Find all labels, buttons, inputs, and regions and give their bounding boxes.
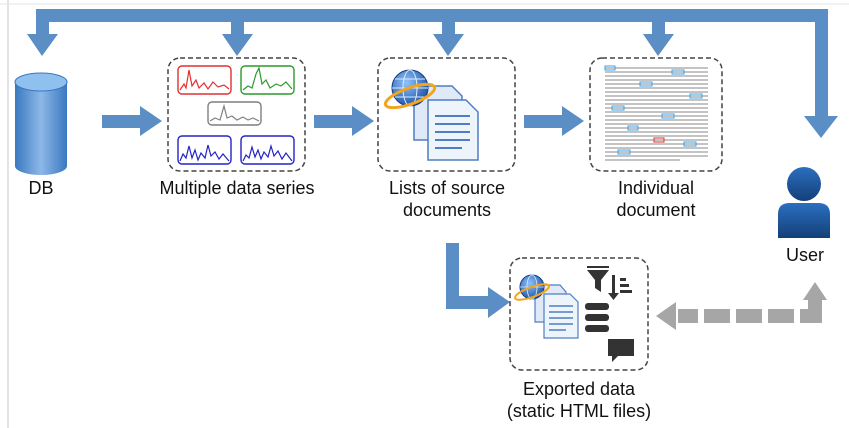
source-lists-label: Lists of source documents xyxy=(388,178,506,220)
database-icon xyxy=(14,72,68,175)
filter-icon xyxy=(587,266,609,292)
source-lists-box xyxy=(377,57,516,172)
globe-icon xyxy=(513,274,551,301)
document-text-lines xyxy=(605,67,708,161)
exported-label: Exported data (static HTML files) xyxy=(506,379,652,421)
document-highlights xyxy=(604,65,703,155)
arrow-lists-to-export xyxy=(446,243,510,318)
user-label: User xyxy=(785,245,824,265)
series-label: Multiple data series xyxy=(159,178,315,198)
feedback-arrow xyxy=(27,9,838,138)
series-box xyxy=(167,57,306,172)
individual-doc-label: Individual document xyxy=(616,178,696,220)
arrow-series-to-lists xyxy=(314,106,374,136)
document-icon xyxy=(413,85,479,161)
sort-icon xyxy=(608,275,632,300)
arrow-lists-to-individual xyxy=(524,106,584,136)
comment-icon xyxy=(608,339,634,362)
individual-doc-box xyxy=(589,57,723,172)
document-icon xyxy=(534,284,579,339)
list-icon xyxy=(585,303,609,332)
db-label: DB xyxy=(28,178,54,198)
globe-icon xyxy=(383,69,437,110)
flow-arrows xyxy=(102,106,584,318)
user-icon xyxy=(778,167,830,238)
exported-box xyxy=(509,257,649,371)
arrow-db-to-series xyxy=(102,106,162,136)
dashed-arrow-user-to-export xyxy=(656,282,827,330)
